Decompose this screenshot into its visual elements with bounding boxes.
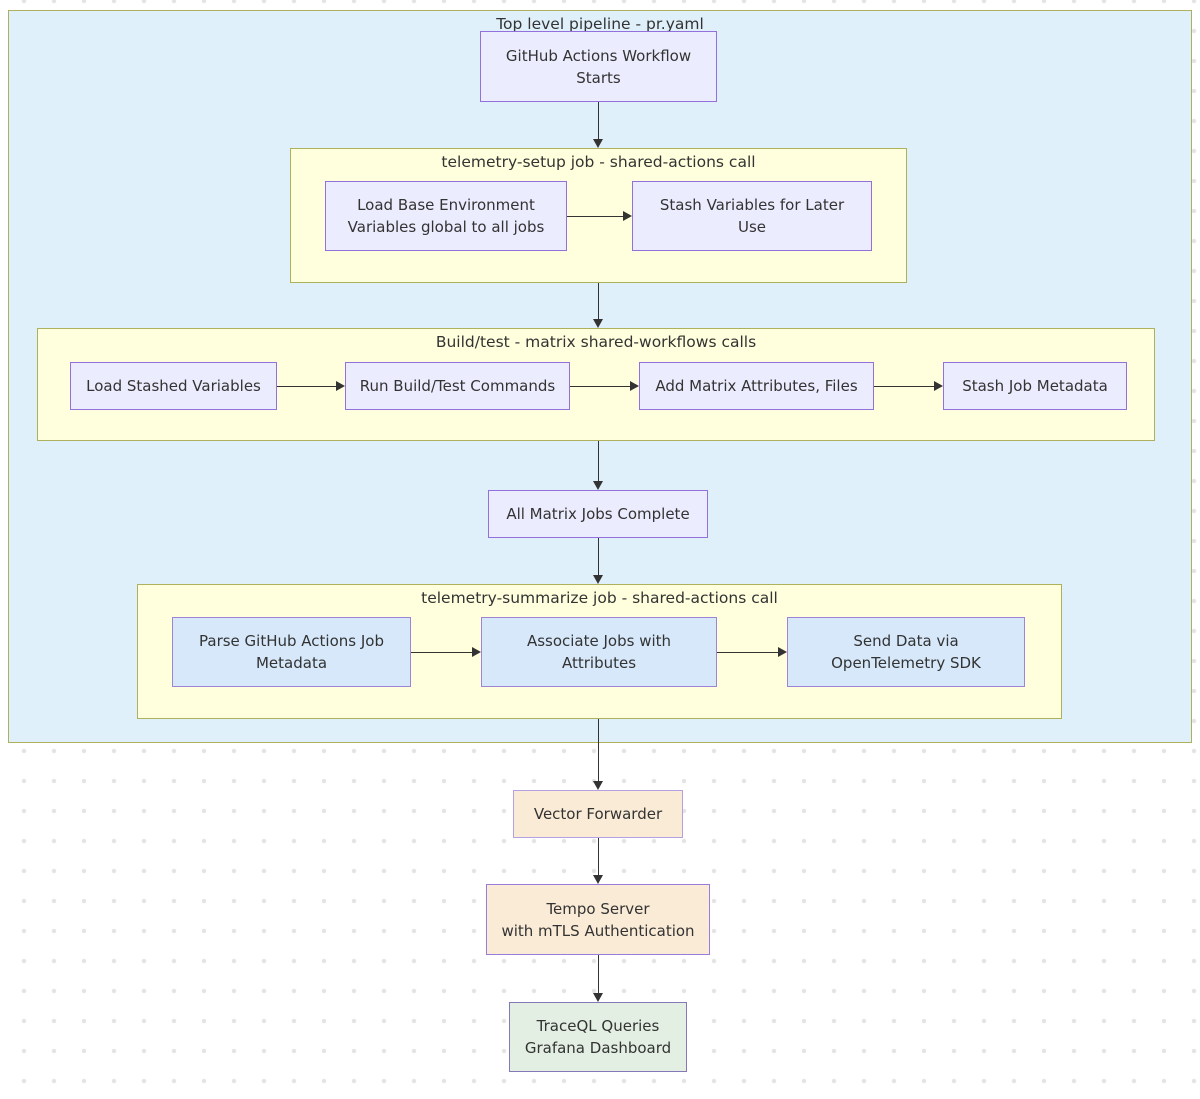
node-traceql-queries-grafana-dashboard: TraceQL Queries Grafana Dashboard xyxy=(509,1002,687,1072)
node-label: All Matrix Jobs Complete xyxy=(506,505,690,523)
arrowhead-right-icon xyxy=(934,380,943,391)
node-vector-forwarder: Vector Forwarder xyxy=(513,790,683,838)
node-load-base-environment-variables: Load Base Environment Variables global t… xyxy=(325,181,567,251)
node-tempo-server-mtls: Tempo Server with mTLS Authentication xyxy=(486,884,710,955)
node-label: Load Stashed Variables xyxy=(86,377,261,395)
arrow-line xyxy=(597,441,599,482)
arrow-line xyxy=(567,215,624,217)
node-run-build-test-commands: Run Build/Test Commands xyxy=(345,362,570,410)
arrowhead-down-icon xyxy=(592,781,603,790)
arrow-line xyxy=(277,385,337,387)
arrowhead-down-icon xyxy=(592,875,603,884)
arrow-line xyxy=(717,651,779,653)
arrow-line xyxy=(874,385,935,387)
node-label: Grafana Dashboard xyxy=(524,1039,672,1057)
node-label: TraceQL Queries xyxy=(536,1017,660,1035)
node-label: Use xyxy=(737,218,767,236)
node-label: Stash Variables for Later xyxy=(659,196,845,214)
node-label: Stash Job Metadata xyxy=(962,377,1108,395)
arrowhead-right-icon xyxy=(630,380,639,391)
node-label: Variables global to all jobs xyxy=(347,218,545,236)
arrow-line xyxy=(597,955,599,994)
node-stash-job-metadata: Stash Job Metadata xyxy=(943,362,1127,410)
arrowhead-right-icon xyxy=(778,646,787,657)
arrowhead-down-icon xyxy=(592,993,603,1002)
node-label: Add Matrix Attributes, Files xyxy=(655,377,858,395)
node-label: Metadata xyxy=(255,654,328,672)
arrow-line xyxy=(597,538,599,576)
arrowhead-down-icon xyxy=(592,139,603,148)
arrow-line xyxy=(597,838,599,876)
node-label: Parse GitHub Actions Job xyxy=(199,632,384,650)
arrowhead-right-icon xyxy=(336,380,345,391)
node-label: with mTLS Authentication xyxy=(501,921,695,940)
node-label: OpenTelemetry SDK xyxy=(831,654,981,672)
cluster-build-test-matrix-title: Build/test - matrix shared-workflows cal… xyxy=(435,333,757,351)
node-stash-variables-for-later-use: Stash Variables for Later Use xyxy=(632,181,872,251)
arrowhead-right-icon xyxy=(472,646,481,657)
arrow-line xyxy=(570,385,631,387)
arrow-line xyxy=(411,651,473,653)
node-all-matrix-jobs-complete: All Matrix Jobs Complete xyxy=(488,490,708,538)
cluster-telemetry-summarize-title: telemetry-summarize job - shared-actions… xyxy=(421,589,778,607)
arrowhead-down-icon xyxy=(592,575,603,584)
node-add-matrix-attributes-files: Add Matrix Attributes, Files xyxy=(639,362,874,410)
node-label: Tempo Server xyxy=(546,899,650,918)
arrow-line xyxy=(597,102,599,140)
node-label: Attributes xyxy=(561,654,637,672)
node-label: GitHub Actions Workflow xyxy=(505,46,692,65)
node-parse-github-actions-job-metadata: Parse GitHub Actions Job Metadata xyxy=(172,617,411,687)
node-load-stashed-variables: Load Stashed Variables xyxy=(70,362,277,410)
node-label: Send Data via xyxy=(853,632,959,650)
node-label: Vector Forwarder xyxy=(533,805,663,823)
arrowhead-down-icon xyxy=(592,319,603,328)
arrowhead-right-icon xyxy=(623,210,632,221)
arrow-line xyxy=(597,719,599,782)
arrowhead-down-icon xyxy=(592,481,603,490)
cluster-top-level-pipeline-title: Top level pipeline - pr.yaml xyxy=(496,15,704,33)
node-label: Starts xyxy=(576,68,621,87)
node-github-actions-workflow-starts: GitHub Actions Workflow Starts xyxy=(480,31,717,102)
cluster-telemetry-setup-title: telemetry-setup job - shared-actions cal… xyxy=(441,153,756,171)
node-label: Load Base Environment xyxy=(357,196,535,214)
node-label: Run Build/Test Commands xyxy=(359,377,556,395)
node-label: Associate Jobs with xyxy=(526,632,672,650)
node-associate-jobs-with-attributes: Associate Jobs with Attributes xyxy=(481,617,717,687)
arrow-line xyxy=(597,283,599,320)
node-send-data-via-opentelemetry-sdk: Send Data via OpenTelemetry SDK xyxy=(787,617,1025,687)
